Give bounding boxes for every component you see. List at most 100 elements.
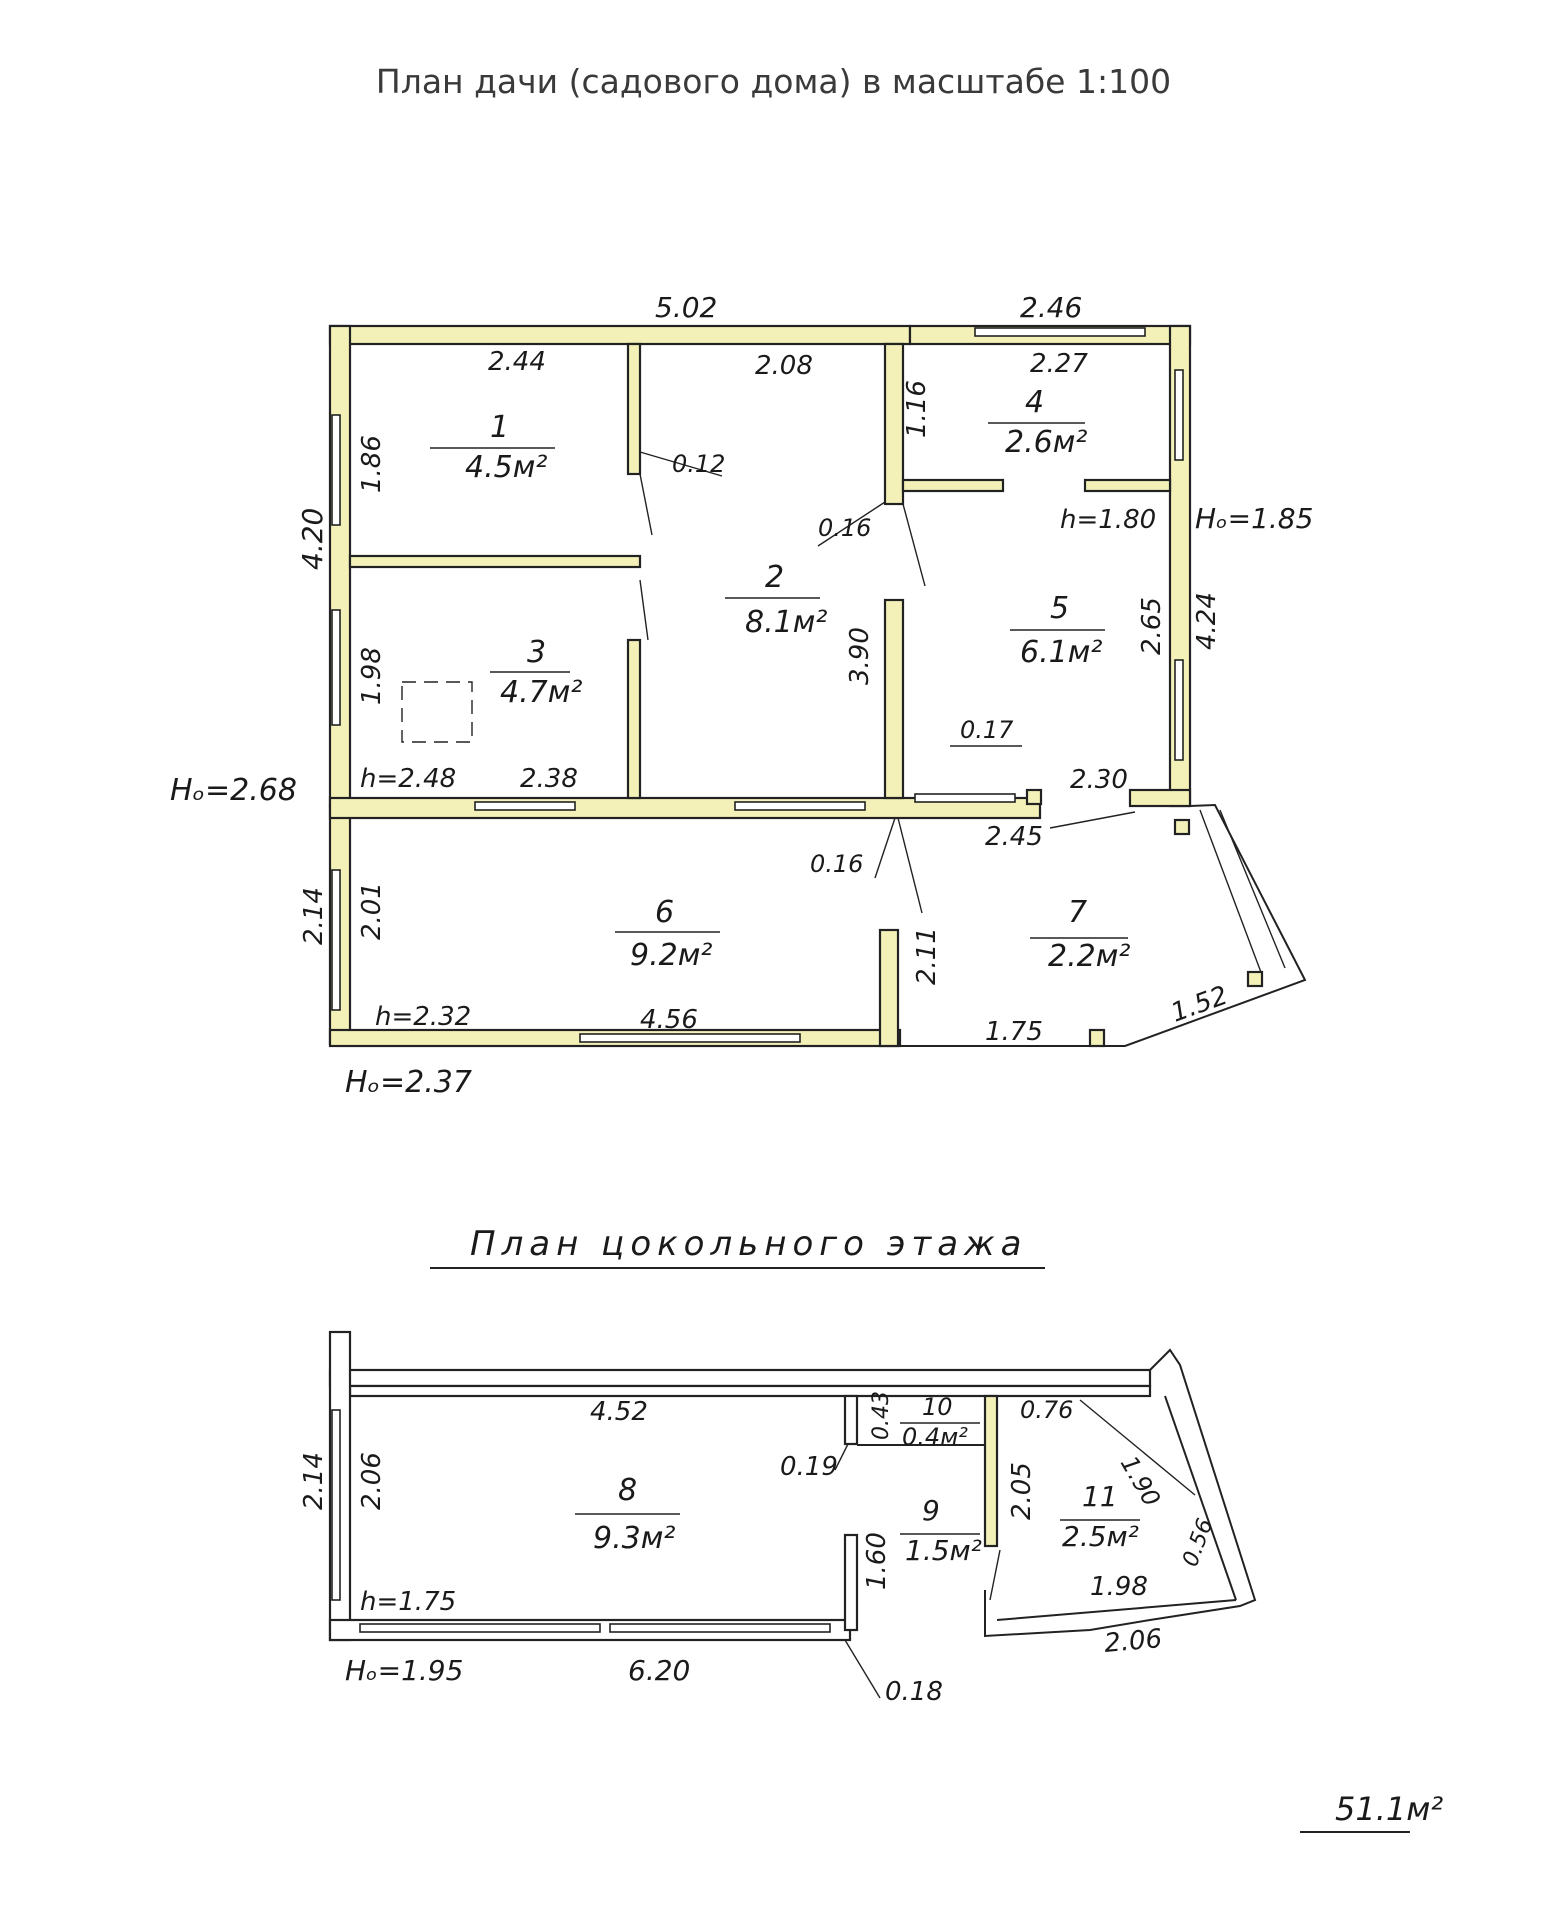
dim-019: 0.19 xyxy=(780,1452,838,1482)
dim-116: 1.16 xyxy=(902,380,932,438)
room-11-area: 2.5м² xyxy=(1062,1520,1139,1553)
porch-post-3 xyxy=(1088,1028,1106,1048)
dim-620: 6.20 xyxy=(628,1654,690,1687)
dim-043: 0.43 xyxy=(869,1391,894,1440)
leader-018 xyxy=(844,1639,881,1699)
room-8-number: 8 xyxy=(618,1473,637,1508)
room-6-number: 6 xyxy=(655,895,674,930)
wall-left-upper xyxy=(328,324,352,808)
room-7-number: 7 xyxy=(1068,895,1087,930)
dim-198b: 1.98 xyxy=(1090,1572,1148,1602)
dim-H185: Hₒ=1.85 xyxy=(1195,502,1313,535)
room-3-number: 3 xyxy=(527,635,546,670)
dim-076: 0.76 xyxy=(1020,1396,1073,1424)
porch-7-outline xyxy=(898,803,1307,1047)
dim-420: 4.20 xyxy=(296,508,329,570)
basement-door-swing xyxy=(989,1549,1001,1601)
wall-between-3-2-lower xyxy=(626,638,642,800)
dim-238: 2.38 xyxy=(520,764,578,794)
basement-stair-diagonal xyxy=(1079,1399,1196,1496)
dim-017: 0.17 xyxy=(960,716,1014,744)
dim-186: 1.86 xyxy=(357,435,387,493)
leader-019 xyxy=(834,1443,849,1471)
porch-stairs-1 xyxy=(1199,809,1263,976)
basement-title: План цокольного этажа xyxy=(470,1224,1028,1264)
leader-016a xyxy=(817,501,886,547)
window-mid-5 xyxy=(914,793,1016,803)
wall-between-6-7 xyxy=(878,928,900,1048)
window-mid-2 xyxy=(734,801,866,811)
basement-window-left xyxy=(331,1409,341,1601)
room-10-area: 0.4м² xyxy=(902,1423,968,1451)
dim-h248: h=2.48 xyxy=(360,764,456,794)
wall-between-2-5 xyxy=(883,598,905,800)
room-4-area: 2.6м² xyxy=(1005,425,1087,460)
room-4-number: 4 xyxy=(1025,385,1044,420)
dim-214b: 2.14 xyxy=(299,1452,329,1510)
porch-stairs-2 xyxy=(1219,809,1286,969)
basement-wall-8-9 xyxy=(843,1394,859,1446)
basement-window-bottom-2 xyxy=(609,1623,831,1633)
room-2-area: 8.1м² xyxy=(745,605,827,640)
room-9-area: 1.5м² xyxy=(905,1534,982,1567)
window-right-5 xyxy=(1174,659,1184,761)
porch-post-2 xyxy=(1246,970,1264,988)
basement-wall-top xyxy=(328,1368,1152,1388)
wall-4-5-left xyxy=(901,478,1005,493)
dim-H195: Hₒ=1.95 xyxy=(345,1654,463,1687)
room-2-number: 2 xyxy=(765,560,784,595)
room-3-area: 4.7м² xyxy=(500,675,582,710)
basement-window-bottom xyxy=(359,1623,601,1633)
basement-wall-top-inner xyxy=(348,1384,1152,1398)
total-area: 51.1м² xyxy=(1335,1790,1443,1828)
floor-hatch xyxy=(401,681,473,743)
window-left-6 xyxy=(331,869,341,1011)
basement-wall-right-inner xyxy=(1164,1395,1237,1601)
dim-190: 1.90 xyxy=(1115,1451,1166,1511)
dim-top-502: 5.02 xyxy=(655,291,717,324)
leader-012 xyxy=(639,451,723,477)
window-left-3 xyxy=(331,609,341,726)
dim-H237: Hₒ=2.37 xyxy=(345,1065,472,1100)
window-mid-3 xyxy=(474,801,576,811)
main-floor-plan xyxy=(328,324,1307,1048)
wall-between-2-4 xyxy=(883,342,905,506)
dim-211: 2.11 xyxy=(912,927,942,985)
dim-214a: 2.14 xyxy=(299,887,329,945)
basement-wall-8-9-lower xyxy=(843,1533,859,1632)
dim-201: 2.01 xyxy=(357,882,387,940)
dim-152: 1.52 xyxy=(1167,981,1232,1029)
dim-016a: 0.16 xyxy=(818,514,871,542)
dim-452: 4.52 xyxy=(590,1397,648,1427)
room-9-number: 9 xyxy=(922,1494,940,1527)
room-1-area: 4.5м² xyxy=(465,450,547,485)
dim-206a: 2.06 xyxy=(357,1452,387,1510)
leader-245 xyxy=(1049,811,1136,829)
wall-between-1-2-upper xyxy=(626,342,642,476)
wall-top-left xyxy=(328,324,912,346)
dim-018: 0.18 xyxy=(885,1677,943,1707)
wall-4-5-right xyxy=(1083,478,1172,493)
window-bottom-6 xyxy=(579,1033,801,1043)
window-top-right xyxy=(974,327,1146,337)
dim-208: 2.08 xyxy=(755,351,813,381)
dim-456: 4.56 xyxy=(640,1005,698,1035)
dim-205: 2.05 xyxy=(1007,1462,1037,1520)
wall-between-1-3 xyxy=(348,554,642,569)
dim-h175: h=1.75 xyxy=(360,1587,456,1617)
dim-016b: 0.16 xyxy=(810,850,863,878)
room-5-area: 6.1м² xyxy=(1020,635,1102,670)
porch-post-4 xyxy=(1025,788,1043,806)
dim-230: 2.30 xyxy=(1070,765,1128,795)
wall-middle-horizontal-right xyxy=(1128,788,1192,808)
room-7-area: 2.2м² xyxy=(1048,939,1130,974)
dim-012: 0.12 xyxy=(672,450,725,478)
leader-016b xyxy=(874,817,896,879)
dim-175: 1.75 xyxy=(985,1017,1043,1047)
room-11-number: 11 xyxy=(1082,1480,1118,1513)
dim-424: 4.24 xyxy=(1192,592,1222,650)
door-swing-2-5 xyxy=(902,503,926,587)
window-left-1 xyxy=(331,414,341,526)
room-8-area: 9.3м² xyxy=(593,1521,675,1556)
